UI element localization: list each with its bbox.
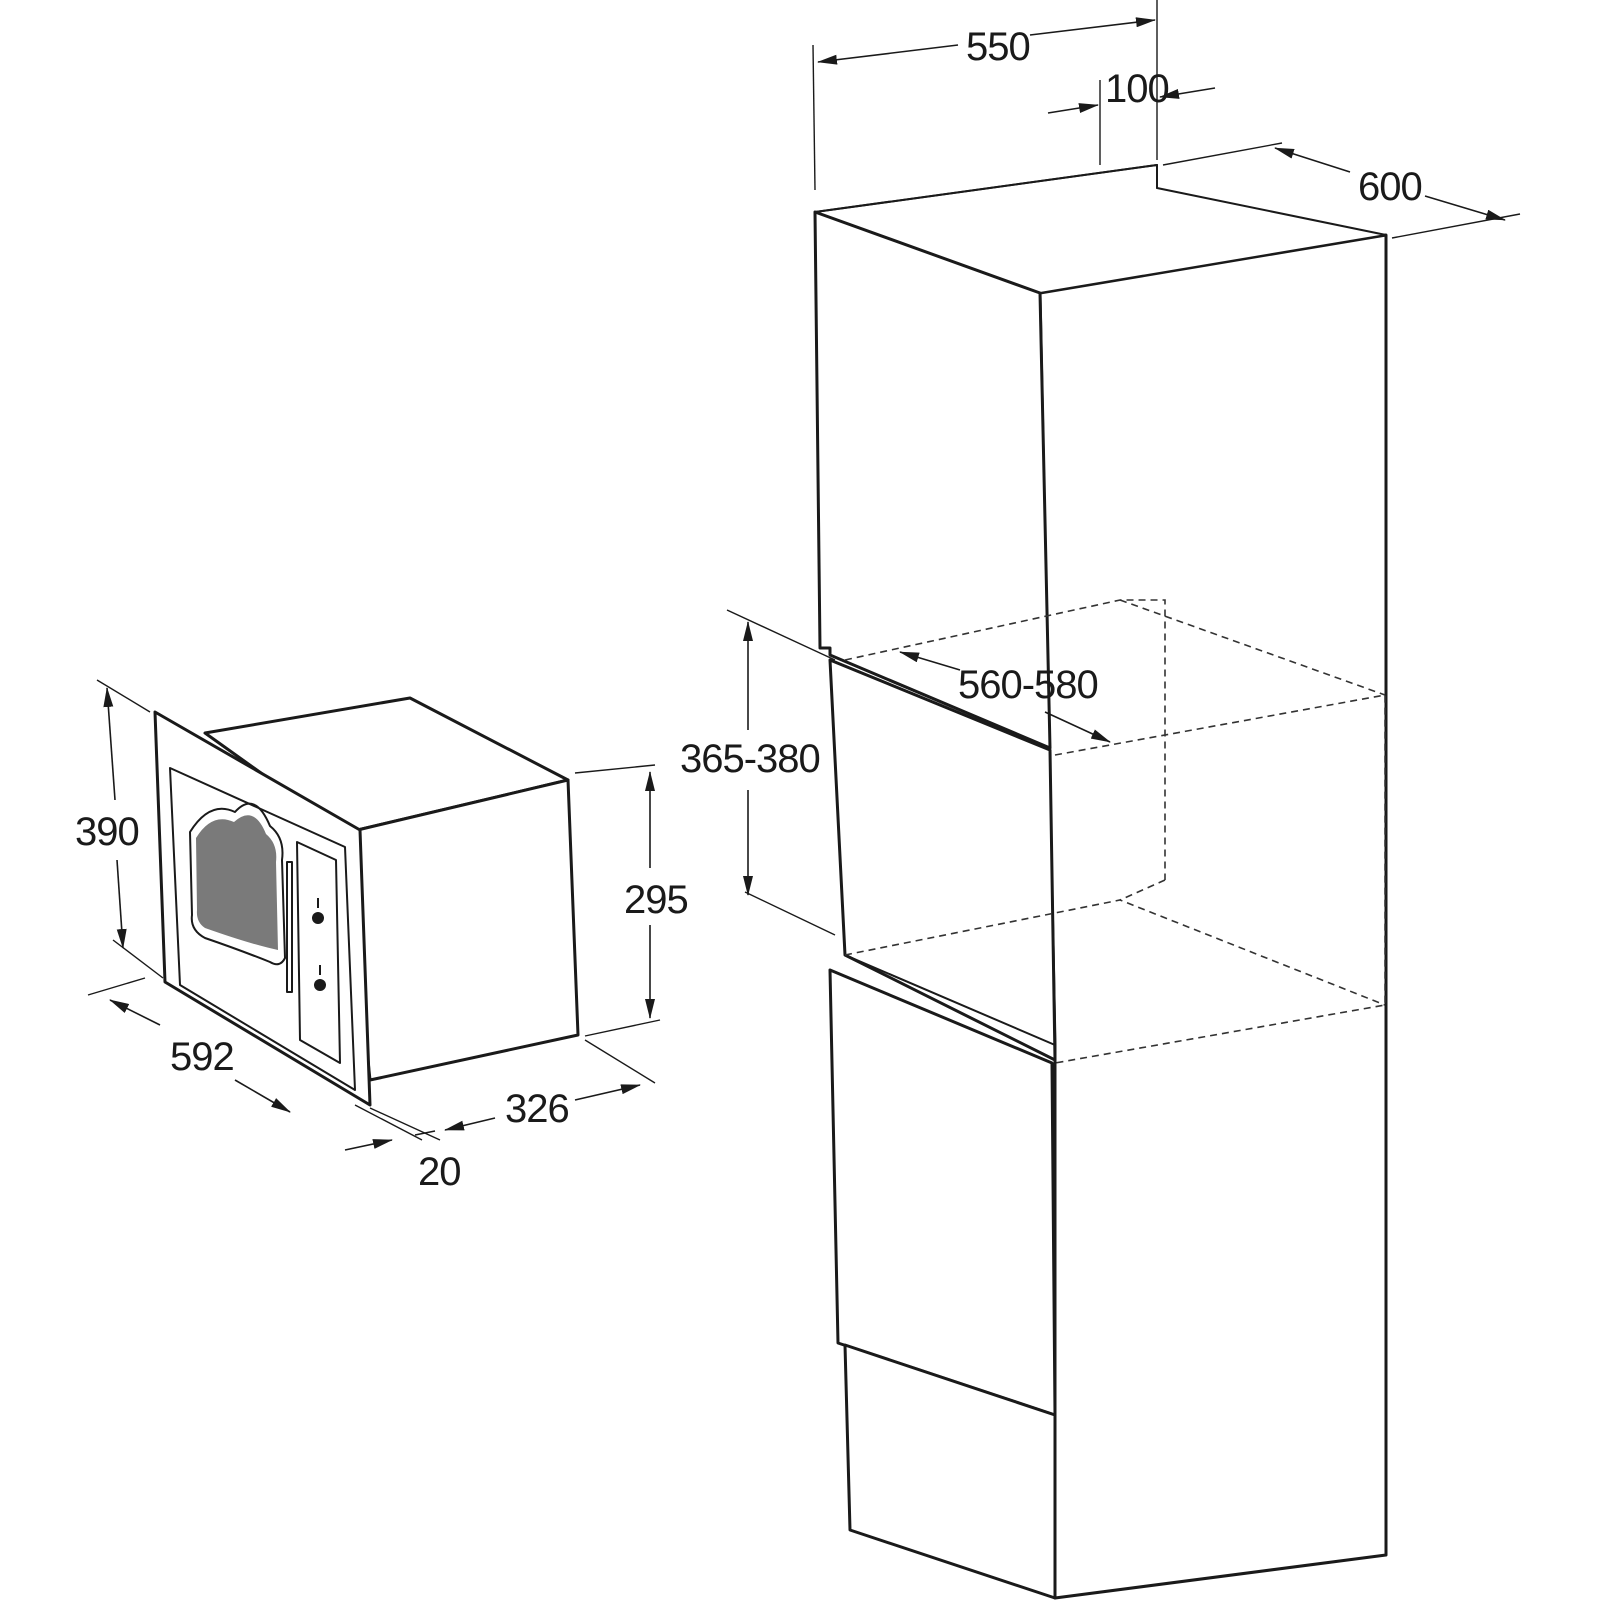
label-cabinet-depth: 600 [1358,165,1422,209]
oven-body-side [343,778,580,1082]
oven-door-handle [286,861,293,993]
label-oven-total-width: 592 [170,1035,234,1079]
cabinet-plinth [843,1343,1057,1600]
label-niche-height: 365-380 [680,737,820,781]
cabinet-upper-door [813,210,1052,750]
oven-control-panel [296,841,341,1064]
label-oven-body-depth: 326 [505,1087,569,1131]
cabinet-side-panel [1038,233,1388,1600]
oven-door-window [189,802,286,966]
cabinet [813,164,1388,1600]
label-panel-offset: 100 [1105,67,1169,111]
label-oven-total-height: 390 [75,810,139,854]
cabinet-niche [828,658,1057,1062]
oven-knob-top [312,898,324,924]
label-niche-width: 560-580 [958,663,1098,707]
oven [153,696,580,1107]
cabinet-top-back-edge [814,164,1158,213]
label-frame-thickness: 20 [418,1150,461,1194]
oven-door-glass [196,815,278,950]
oven-front-inner [169,767,356,1091]
dimension-lines [87,0,1521,1151]
niche-hidden-lines [844,599,1386,1064]
dimension-labels: 550 100 600 560-580 365-380 390 295 592 … [75,25,1423,1194]
label-oven-body-height: 295 [624,878,688,922]
niche-shelf-front [844,954,1056,1046]
oven-knob-bottom [314,965,326,991]
label-cabinet-width: 550 [966,25,1030,69]
